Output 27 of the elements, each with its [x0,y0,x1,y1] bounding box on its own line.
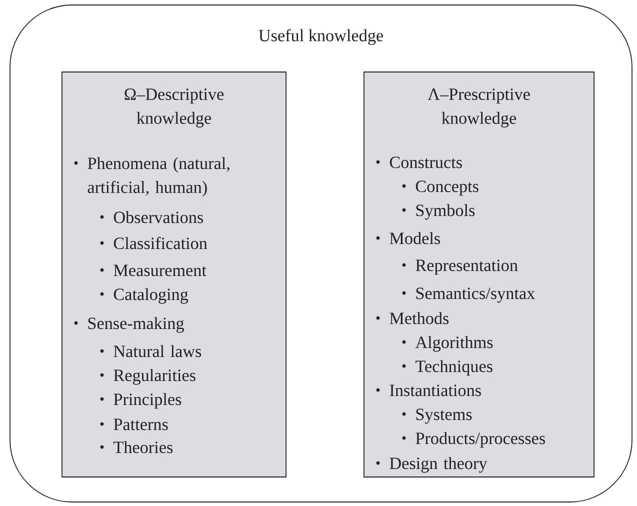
bullet-item: Semantics/syntax [402,288,535,303]
bullet-item: Algorithms [402,336,493,352]
bullet-item: Systems [402,408,472,424]
panel-heading: Λ–Prescriptive knowledge [428,88,530,128]
bullet-item: Techniques [402,360,492,376]
bullet-item: Symbols [402,204,475,220]
bullet-item: Methods [376,312,449,324]
frame-title: Useful knowledge [258,29,383,45]
bullet-item: Sense-making [74,317,184,333]
bullet-item: Theories [100,441,173,454]
bullet-item: Instantiations [376,384,481,396]
bullet-item: Natural laws [100,345,202,358]
bullet-item: Patterns [100,418,168,430]
bullet-item: Constructs [376,156,462,168]
bullet-item: Phenomena (natural, artificial, human) [74,157,230,197]
bullet-item: Representation [402,260,518,275]
panel-heading: Ω–Descriptive knowledge [124,88,224,128]
bullet-item: Products/processes [402,432,545,448]
bullet-item: Cataloging [100,288,188,304]
bullet-item: Classification [100,236,208,250]
bullet-item: Regularities [100,369,196,385]
bullet-item: Design theory [376,457,488,473]
bullet-item: Observations [100,211,203,224]
bullet-item: Measurement [100,264,206,276]
bullet-item: Principles [100,393,182,409]
bullet-item: Models [376,232,440,244]
bullet-item: Concepts [402,180,478,196]
